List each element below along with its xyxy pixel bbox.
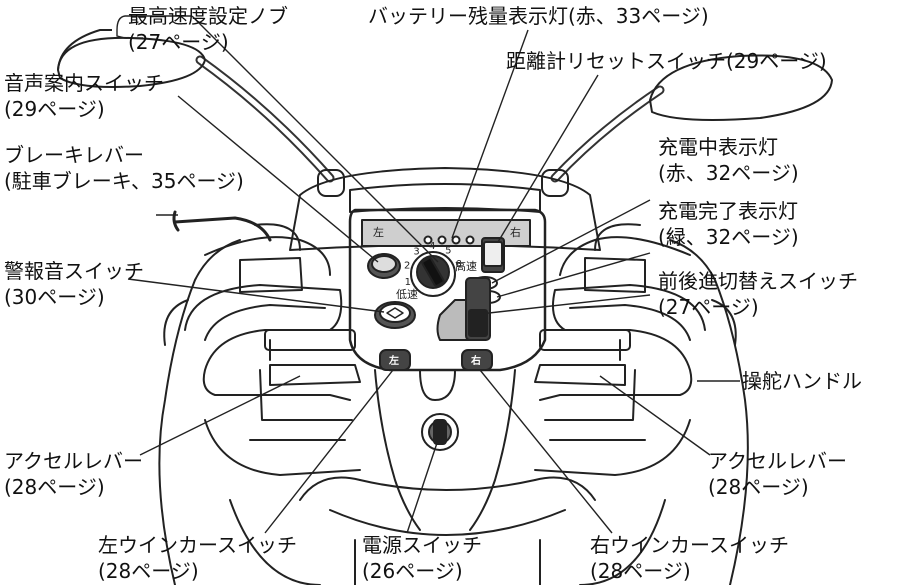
- left-turn-key: [379, 349, 411, 371]
- label-speed-knob: 最高速度設定ノブ (27ページ): [128, 3, 288, 55]
- leader-accel-right: [599, 375, 711, 456]
- knob-mark-3: 3: [413, 247, 419, 258]
- accel-left-page: (28ページ): [4, 475, 105, 499]
- accel-right-name: アクセルレバー: [708, 449, 847, 473]
- label-voice-guide: 音声案内スイッチ (29ページ): [4, 70, 164, 122]
- right-turn-page: (28ページ): [590, 559, 691, 583]
- label-charge-complete-lamp: 充電完了表示灯 (緑、32ページ): [658, 198, 799, 250]
- panel-low-speed: 低速: [396, 288, 418, 301]
- panel-dir-right: 右: [510, 225, 521, 239]
- label-fwd-rev-switch: 前後進切替えスイッチ (27ページ): [658, 268, 858, 320]
- control-panel-frame: [348, 208, 547, 372]
- label-brake-lever: ブレーキレバー (駐車ブレーキ、35ページ): [4, 142, 244, 194]
- accel-left-name: アクセルレバー: [4, 449, 143, 473]
- alarm-switch-name: 警報音スイッチ: [4, 259, 144, 283]
- label-odometer-reset: 距離計リセットスイッチ(29ページ): [506, 48, 827, 74]
- leader-battery-lamp: [451, 29, 529, 239]
- right-turn-name: 右ウインカースイッチ: [590, 533, 789, 557]
- leader-left-turn: [264, 369, 394, 534]
- knob-mark-5: 5: [445, 246, 451, 257]
- brake-lever-page: (駐車ブレーキ、35ページ): [4, 169, 244, 193]
- voice-guide-page: (29ページ): [4, 97, 105, 121]
- charge-complete-name: 充電完了表示灯: [658, 199, 798, 223]
- label-charging-lamp: 充電中表示灯 (赤、32ページ): [658, 134, 799, 186]
- right-mirror: [649, 54, 833, 121]
- leader-odometer: [497, 74, 599, 243]
- panel-dir-left: 左: [373, 226, 384, 239]
- label-alarm-switch: 警報音スイッチ (30ページ): [4, 258, 144, 310]
- voice-guide-name: 音声案内スイッチ: [4, 71, 164, 95]
- label-accel-left: アクセルレバー (28ページ): [4, 448, 143, 500]
- body-outline: [158, 239, 241, 585]
- fwd-rev-switch-name: 前後進切替えスイッチ: [658, 269, 858, 293]
- battery-lamp-name: バッテリー残量表示灯(赤、33ページ): [368, 4, 709, 28]
- right-turn-key: [461, 349, 493, 371]
- left-turn-key-label: 左: [388, 354, 399, 367]
- brake-lever: [173, 216, 272, 242]
- speed-knob-name: 最高速度設定ノブ: [128, 4, 288, 28]
- alarm-switch-page: (30ページ): [4, 285, 105, 309]
- leader-accel-left: [139, 375, 301, 456]
- steering-handle-name: 操舵ハンドル: [742, 369, 862, 393]
- power-switch-page: (26ページ): [362, 559, 463, 583]
- label-left-turn: 左ウインカースイッチ (28ページ): [98, 532, 297, 584]
- left-mirror: [57, 36, 206, 88]
- charging-lamp-name: 充電中表示灯: [658, 135, 778, 159]
- leader-voice-guide: [177, 95, 379, 263]
- charge-complete-page: (緑、32ページ): [658, 225, 799, 249]
- knob-mark-6: 6: [455, 259, 461, 270]
- leader-charge-done: [496, 252, 651, 298]
- leader-fwd-rev: [479, 294, 651, 315]
- left-accel-lever: [269, 364, 361, 386]
- odometer-reset-name: 距離計リセットスイッチ(29ページ): [506, 49, 827, 73]
- label-battery-lamp: バッテリー残量表示灯(赤、33ページ): [368, 3, 709, 29]
- leader-power: [406, 439, 439, 534]
- knob-mark-4: 4: [429, 241, 435, 252]
- fwd-rev-switch-page: (27ページ): [658, 295, 759, 319]
- label-power-switch: 電源スイッチ (26ページ): [362, 532, 482, 584]
- fwd-rev-panel: [436, 299, 471, 341]
- leader-right-turn: [479, 369, 613, 534]
- label-accel-right: アクセルレバー (28ページ): [708, 448, 847, 500]
- leader-speed-knob: [116, 15, 439, 263]
- brake-lever-name: ブレーキレバー: [4, 143, 144, 167]
- label-steering-handle: 操舵ハンドル: [742, 368, 862, 394]
- knob-mark-1: 1: [405, 277, 411, 288]
- speed-knob-page: (27ページ): [128, 30, 229, 54]
- right-turn-key-label: 右: [470, 354, 481, 367]
- right-accel-lever: [534, 364, 626, 386]
- charging-lamp-page: (赤、32ページ): [658, 161, 799, 185]
- accel-right-page: (28ページ): [708, 475, 809, 499]
- panel-high-speed: 高速: [455, 259, 477, 273]
- power-switch-name: 電源スイッチ: [362, 533, 482, 557]
- knob-mark-2: 2: [404, 261, 410, 272]
- left-turn-page: (28ページ): [98, 559, 199, 583]
- leader-alarm: [127, 278, 385, 313]
- leader-charging: [491, 199, 651, 284]
- left-mirror-mount: [317, 169, 345, 197]
- left-turn-name: 左ウインカースイッチ: [98, 533, 297, 557]
- steering-column: [374, 369, 421, 531]
- label-right-turn: 右ウインカースイッチ (28ページ): [590, 532, 789, 584]
